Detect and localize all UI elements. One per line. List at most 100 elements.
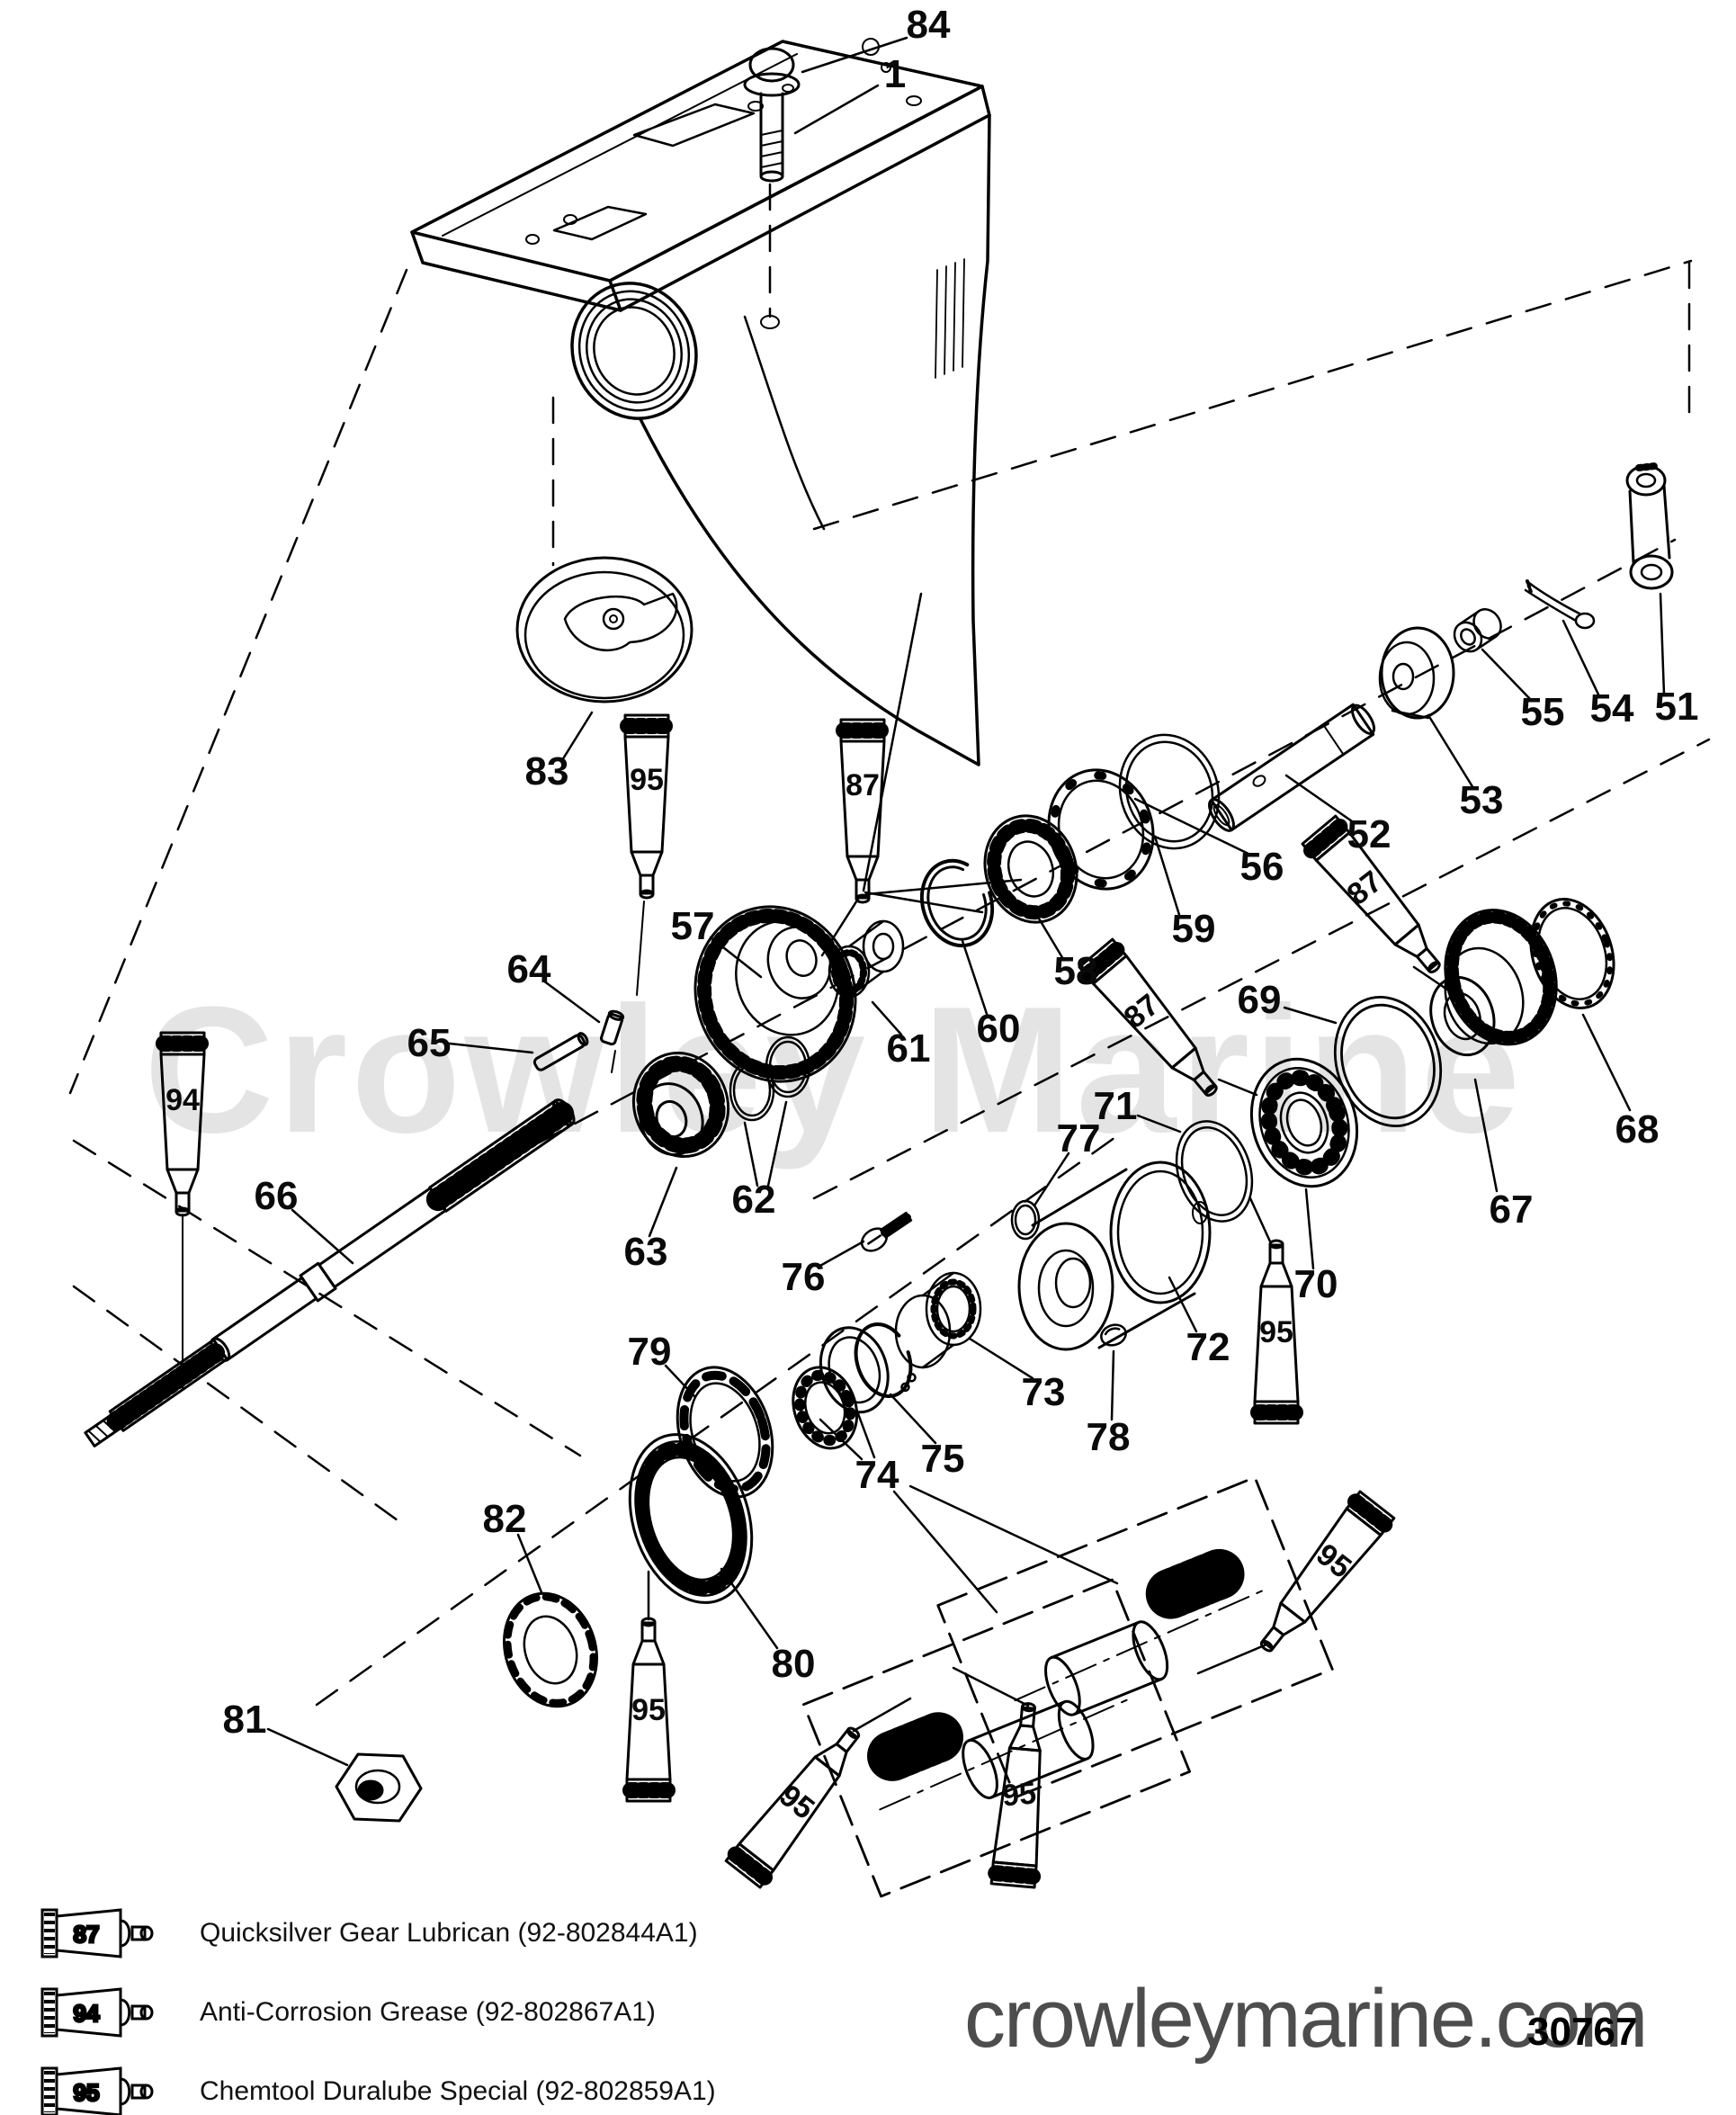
bushing-73: [894, 1271, 982, 1369]
part-callout-66: 66: [254, 1174, 299, 1218]
o-ring-59: [1118, 733, 1221, 850]
tube-87-right-lower: [1078, 937, 1218, 1097]
tube-marker-87: 87: [1118, 988, 1166, 1035]
forward-gear-67: [1429, 909, 1558, 1057]
part-callout-71: 71: [1093, 1084, 1138, 1128]
part-callout-57: 57: [670, 904, 715, 948]
legend-tube-number: 94: [74, 2000, 100, 2027]
part-callout-61: 61: [886, 1026, 931, 1071]
legend-row-gear-lube: 87 Quicksilver Gear Lubrican (92-802844A…: [40, 1905, 716, 1961]
clutch-dog-63: [631, 1052, 730, 1158]
tab-washer-82: [502, 1591, 599, 1708]
prop-nut-81: [335, 1752, 423, 1823]
bearing-74: [792, 1326, 890, 1450]
tube-marker-87: 87: [1341, 865, 1389, 912]
part-callout-70: 70: [1293, 1262, 1338, 1306]
tube-marker-95: 95: [630, 763, 664, 797]
lube-tube-icon: 94: [40, 1987, 154, 2038]
bushing-61: [828, 919, 905, 999]
shift-shaft-52: [1208, 703, 1376, 832]
shift-link-51: [1625, 462, 1674, 590]
part-callout-52: 52: [1347, 812, 1391, 856]
part-callout-62: 62: [731, 1178, 776, 1222]
snap-ring-60: [919, 858, 995, 948]
part-callout-78: 78: [1086, 1415, 1131, 1459]
o-ring-77: [1010, 1199, 1041, 1241]
seal-ring-68: [1529, 897, 1615, 1010]
tube-95-mid-left: [622, 1617, 676, 1803]
legend-row-anticorrosion: 94 Anti-Corrosion Grease (92-802867A1): [40, 1985, 716, 2040]
part-callout-80: 80: [771, 1642, 816, 1686]
part-callout-51: 51: [1654, 685, 1699, 729]
part-callout-58: 58: [1053, 949, 1098, 993]
tube-95-bottom-mid: [987, 1702, 1042, 1889]
snap-ring-75: [854, 1322, 917, 1399]
legend-row-duralube: 95 Chemtool Duralube Special (92-802859A…: [40, 2064, 716, 2115]
check-ball-78: [1100, 1323, 1127, 1347]
legend-item-label: Quicksilver Gear Lubrican (92-802844A1): [200, 1918, 698, 1948]
tube-94: [156, 1031, 210, 1217]
part-callout-81: 81: [222, 1698, 267, 1742]
bushing-55: [1453, 608, 1502, 653]
tube-marker-95: 95: [1310, 1537, 1357, 1585]
part-callout-68: 68: [1615, 1107, 1660, 1152]
part-callout-74: 74: [855, 1453, 899, 1497]
cotter-pin-54: [1524, 579, 1596, 630]
site-watermark: crowleymarine.com: [964, 1973, 1648, 2065]
part-callout-79: 79: [627, 1330, 672, 1374]
legend-tube-number: 95: [74, 2079, 100, 2106]
tube-marker-95: 95: [1259, 1315, 1293, 1349]
tube-marker-95: 95: [631, 1693, 666, 1727]
o-ring-71: [1175, 1120, 1254, 1223]
part-callout-84: 84: [906, 3, 951, 47]
bolt-84: [743, 47, 801, 183]
lube-tubes: [156, 713, 1441, 1889]
part-callout-1: 1: [883, 52, 907, 96]
tube-marker-94: 94: [166, 1083, 200, 1117]
part-callout-76: 76: [781, 1255, 826, 1299]
anode-disc-83: [515, 556, 694, 704]
bearing-carrier-72: [1017, 1161, 1212, 1351]
ball-bearing-70: [1249, 1057, 1359, 1188]
tube-87-top: [836, 718, 890, 904]
bearing-race-80: [628, 1433, 754, 1604]
part-callout-83: 83: [524, 749, 569, 793]
part-callout-77: 77: [1056, 1116, 1101, 1161]
tube-marker-87: 87: [846, 768, 880, 802]
spline-washer-79: [676, 1366, 774, 1499]
part-callout-53: 53: [1459, 778, 1504, 822]
lube-tube-icon: 95: [40, 2066, 154, 2115]
screw-76: [860, 1211, 913, 1252]
lube-tube-icon: 87: [40, 1908, 154, 1958]
part-callout-72: 72: [1186, 1325, 1230, 1369]
part-callout-69: 69: [1237, 978, 1282, 1022]
tube-95-box-right: [1259, 1490, 1396, 1653]
tube-marker-95: 95: [773, 1779, 820, 1826]
gear-housing: [410, 38, 991, 766]
part-callout-67: 67: [1489, 1187, 1534, 1232]
leader-lines: [182, 36, 1666, 1767]
part-callout-73: 73: [1021, 1370, 1066, 1414]
tube-95-bottom-left: [724, 1726, 861, 1889]
part-callout-65: 65: [407, 1021, 452, 1065]
crowley-marine-watermark: Crowley Marine: [144, 970, 1525, 1170]
prop-shaft-66: [84, 1098, 576, 1447]
shift-cam-53: [1378, 626, 1455, 720]
shear-pin-65: [532, 1032, 589, 1071]
lubricant-legend: 87 Quicksilver Gear Lubrican (92-802844A…: [40, 1905, 716, 2115]
legend-item-label: Chemtool Duralube Special (92-802859A1): [200, 2076, 716, 2106]
legend-tube-number: 87: [74, 1921, 100, 1948]
legend-item-label: Anti-Corrosion Grease (92-802867A1): [200, 1997, 656, 2027]
tube-95-mid-right: [1249, 1239, 1303, 1425]
pin-64-tail-line: [611, 1050, 616, 1073]
part-callout-64: 64: [506, 947, 551, 991]
pinion-gear-57: [694, 905, 857, 1083]
tube-87-right-upper: [1301, 814, 1441, 973]
part-callout-56: 56: [1239, 845, 1284, 889]
roller-bearing-58: [983, 814, 1078, 924]
thrust-washer-69: [1333, 995, 1443, 1128]
part-callout-82: 82: [482, 1497, 527, 1541]
needle-bearing-box-lower: [801, 1578, 1192, 1898]
